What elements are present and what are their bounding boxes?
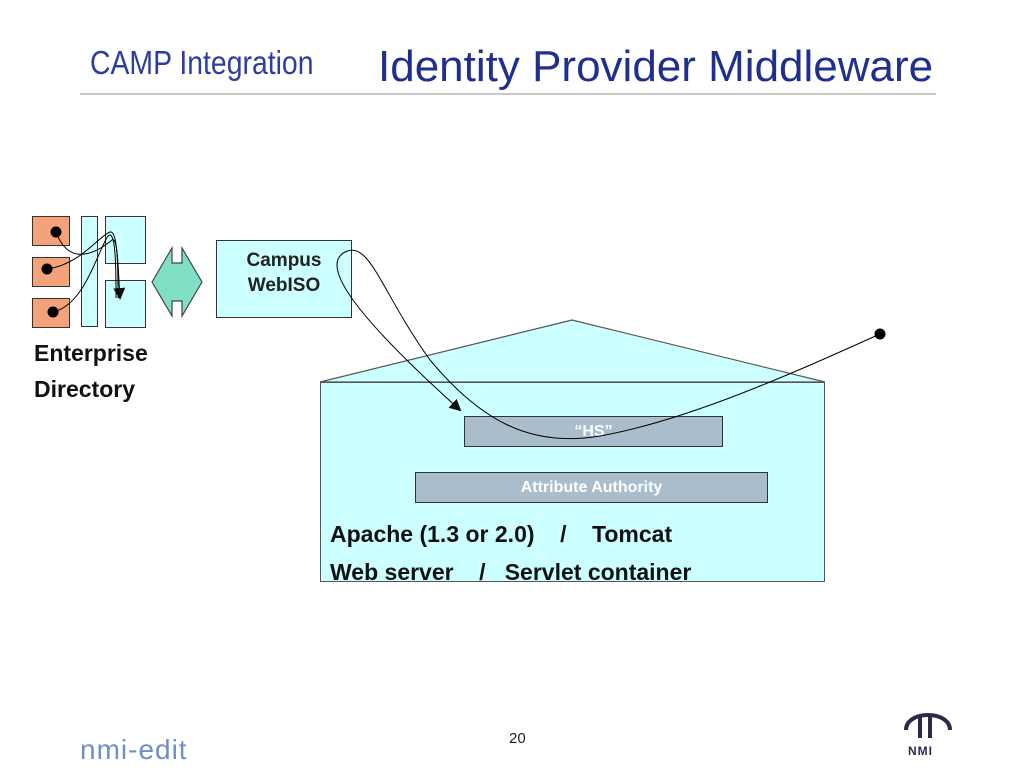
nmi-logo-icon (904, 713, 952, 738)
slide-title: Identity Provider Middleware (378, 42, 934, 91)
attribute-authority-component: Attribute Authority (415, 472, 768, 503)
hs-component: “HS” (464, 416, 723, 447)
nmi-logo-text: NMI (908, 744, 933, 758)
auth-flow-curve (336, 249, 881, 440)
page-number: 20 (509, 730, 526, 747)
campus-webiso-box: Campus WebISO (216, 240, 352, 318)
nmi-edit-logo: nmi-edit (80, 734, 188, 765)
directory-curve-2 (46, 231, 119, 299)
campus-line2: WebISO (247, 275, 321, 296)
directory-label-line1: Enterprise (34, 340, 148, 366)
directory-bar (81, 216, 98, 327)
server-stack-line1: Apache (1.3 or 2.0) / Tomcat (330, 521, 673, 547)
header-left-label: CAMP Integration (90, 44, 314, 81)
roof-shape (319, 319, 826, 383)
directory-label-line2: Directory (34, 376, 135, 402)
directory-curve-1 (55, 231, 126, 300)
header-divider (80, 93, 936, 95)
server-stack-line2: Web server / Servlet container (330, 559, 692, 585)
campus-line1: Campus (246, 250, 322, 271)
double-arrow-icon (151, 245, 203, 319)
directory-box-bottom (105, 280, 146, 328)
directory-curve-3 (52, 234, 117, 313)
